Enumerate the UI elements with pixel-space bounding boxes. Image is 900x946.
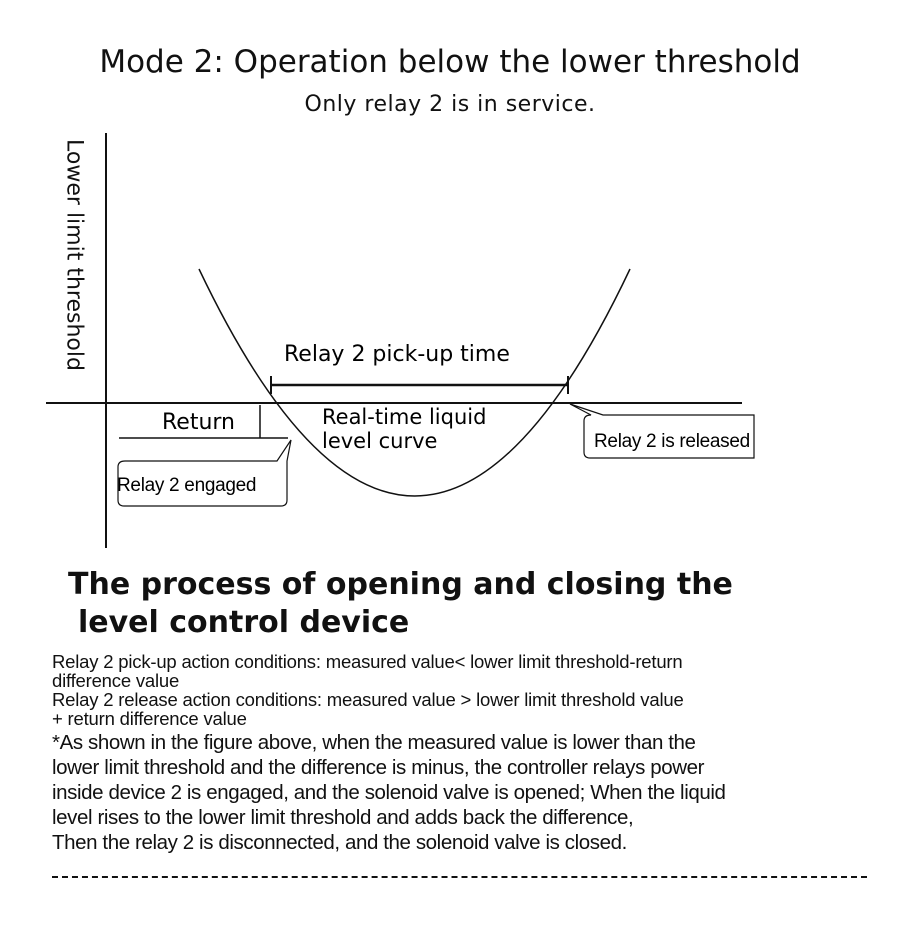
- pickup-condition-line2: difference value: [52, 670, 180, 691]
- note-line3: inside device 2 is engaged, and the sole…: [52, 781, 726, 804]
- note-line5: Then the relay 2 is disconnected, and th…: [52, 831, 627, 854]
- section-heading: The process of opening and closing the l…: [68, 566, 733, 642]
- pickup-condition-line1: Relay 2 pick-up action conditions: measu…: [52, 651, 683, 672]
- level-diagram: Relay 2 pick-up time Return Real-time li…: [46, 133, 755, 548]
- diagram-title: Mode 2: Operation below the lower thresh…: [99, 44, 801, 80]
- note-line4: level rises to the lower limit threshold…: [52, 806, 634, 829]
- curve-label-line1: Real-time liquid: [322, 405, 486, 429]
- section-heading-line2: level control device: [78, 605, 410, 640]
- release-condition-line1: Relay 2 release action conditions: measu…: [52, 689, 684, 710]
- release-condition-line2: + return difference value: [52, 708, 247, 729]
- note-line1: *As shown in the figure above, when the …: [52, 731, 696, 754]
- note-line2: lower limit threshold and the difference…: [52, 756, 705, 779]
- curve-label-line2: level curve: [322, 429, 437, 453]
- liquid-level-curve: [198, 268, 631, 497]
- description: Relay 2 pick-up action conditions: measu…: [52, 652, 882, 853]
- return-label: Return: [162, 410, 235, 435]
- dashed-divider: [52, 876, 867, 878]
- engaged-callout-label: Relay 2 engaged: [117, 475, 256, 496]
- pickup-time-label: Relay 2 pick-up time: [284, 342, 510, 367]
- diagram-subtitle: Only relay 2 is in service.: [304, 92, 596, 117]
- section-heading-line1: The process of opening and closing the: [68, 567, 733, 602]
- y-axis-label: Lower limit threshold: [61, 139, 87, 371]
- released-callout-box: [569, 403, 755, 459]
- engaged-callout-box: [117, 439, 292, 507]
- released-callout-label: Relay 2 is released: [594, 431, 750, 452]
